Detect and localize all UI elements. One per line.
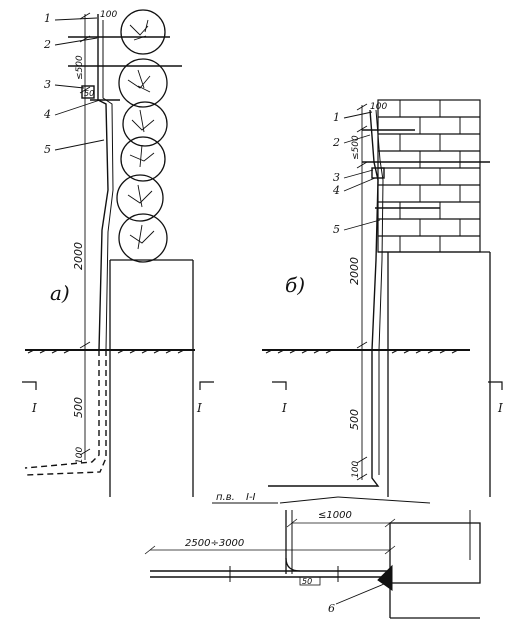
- callout-b-5: 5: [333, 223, 340, 236]
- callout-a-4: 4: [43, 108, 51, 121]
- dim-section-distance: ≤1000: [318, 510, 352, 521]
- section-view-prefix: п.в.: [216, 492, 235, 503]
- foundation-b: [378, 251, 491, 497]
- dim-a-small: 50: [84, 89, 94, 98]
- fixing-bolts-b: [362, 129, 490, 209]
- section-label-b-left: I: [281, 401, 287, 415]
- dim-a-bottom: 100: [75, 447, 85, 464]
- grounding-conductor-b: [268, 109, 385, 487]
- dim-a-below: 500: [72, 397, 85, 418]
- callout-a-3: 3: [44, 78, 51, 91]
- variant-b: 1 2 3 4 5 100 ≤500 2000 500 100 б): [268, 99, 491, 497]
- ground-line-b: [262, 349, 470, 354]
- section-mark-left: [22, 381, 214, 390]
- ground-line-a: [25, 349, 195, 354]
- foundation-a: [109, 259, 194, 497]
- section-label-a-left: I: [31, 401, 37, 415]
- callout-b-1: 1: [333, 111, 340, 124]
- callout-b-3: 3: [333, 171, 340, 184]
- dim-a-height: 2000: [72, 242, 85, 270]
- section-label-b-right: I: [497, 401, 503, 415]
- callout-a-1: 1: [44, 12, 51, 25]
- callout-a-5: 5: [44, 143, 51, 156]
- callout-b-2: 2: [332, 136, 340, 149]
- section-view-title: I-I: [246, 492, 256, 503]
- section-mark-right: [272, 381, 503, 390]
- callout-a-2: 2: [43, 38, 51, 51]
- dim-b-below: 500: [348, 409, 361, 430]
- dim-b-upper: ≤500: [351, 135, 361, 160]
- section-label-a-right: I: [196, 401, 202, 415]
- callouts-a: [54, 17, 105, 151]
- dim-b-height: 2000: [348, 257, 361, 285]
- dim-a-upper: ≤500: [75, 55, 85, 80]
- variant-a: 1 2 3 4 5 100 ≤500 50 2000 500 100 а): [24, 9, 194, 497]
- brick-wall: [377, 99, 481, 253]
- dim-section-small: 50: [302, 577, 312, 586]
- variant-a-letter: а): [50, 281, 70, 305]
- callout-section-6: 6: [328, 602, 335, 615]
- dimension-line-b: [356, 103, 368, 481]
- section-view: п.в. I-I: [144, 492, 481, 619]
- grounding-conductor-a: [24, 14, 114, 476]
- dim-a-top: 100: [100, 10, 117, 20]
- dim-b-top: 100: [370, 102, 387, 112]
- dimension-line-a: [79, 12, 91, 460]
- variant-b-letter: б): [285, 273, 305, 297]
- callout-b-4: 4: [332, 184, 340, 197]
- dim-section-length: 2500÷3000: [185, 538, 244, 549]
- dim-b-bottom: 100: [351, 461, 361, 478]
- log-wall: [116, 9, 168, 263]
